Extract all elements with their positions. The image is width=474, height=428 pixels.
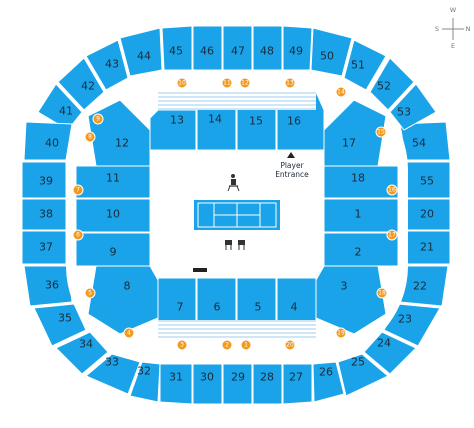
upper-front-stripes bbox=[158, 92, 316, 110]
section-18[interactable] bbox=[323, 165, 399, 199]
entrance-marker-icon bbox=[284, 77, 296, 89]
entrance-marker-icon bbox=[335, 327, 347, 339]
concourse-ring bbox=[66, 74, 408, 362]
section-42[interactable] bbox=[57, 57, 105, 111]
compass-south: E bbox=[451, 42, 455, 50]
entrance-marker-icon bbox=[123, 327, 135, 339]
section-31[interactable] bbox=[159, 363, 193, 405]
section-34[interactable] bbox=[55, 331, 109, 375]
entrance-marker-icon bbox=[239, 77, 251, 89]
entrance-17[interactable]: 17 bbox=[386, 229, 398, 241]
entrance-marker-icon bbox=[335, 86, 347, 98]
entrance-marker-icon bbox=[221, 77, 233, 89]
section-30[interactable] bbox=[192, 363, 223, 405]
entrance-marker-icon bbox=[176, 339, 188, 351]
compass-east: N bbox=[466, 25, 471, 33]
compass-icon bbox=[442, 18, 464, 40]
upper-tier bbox=[21, 25, 451, 405]
section-27[interactable] bbox=[282, 363, 313, 405]
entrance-14[interactable]: 14 bbox=[335, 86, 347, 98]
compass-west: S bbox=[435, 25, 439, 33]
entrance-16[interactable]: 16 bbox=[386, 184, 398, 196]
section-26[interactable] bbox=[312, 361, 345, 403]
entrance-1[interactable]: 1 bbox=[240, 339, 252, 351]
entrance-marker-icon bbox=[84, 287, 96, 299]
section-40[interactable] bbox=[23, 121, 73, 161]
section-12[interactable] bbox=[87, 99, 151, 167]
entrance-marker-icon bbox=[375, 126, 387, 138]
section-35[interactable] bbox=[33, 303, 87, 347]
section-21[interactable] bbox=[405, 230, 451, 265]
section-28[interactable] bbox=[252, 363, 283, 405]
section-47[interactable] bbox=[222, 25, 253, 71]
lower-front-stripes bbox=[158, 320, 316, 338]
entrance-4[interactable]: 4 bbox=[123, 327, 135, 339]
entrance-marker-icon bbox=[386, 229, 398, 241]
compass: W N E S bbox=[435, 6, 471, 50]
entrance-6[interactable]: 6 bbox=[72, 229, 84, 241]
section-43[interactable] bbox=[85, 39, 129, 91]
entrance-7[interactable]: 7 bbox=[72, 184, 84, 196]
section-36[interactable] bbox=[23, 265, 73, 307]
section-13[interactable] bbox=[149, 109, 197, 151]
section-1[interactable] bbox=[323, 198, 399, 233]
entrance-marker-icon bbox=[376, 287, 388, 299]
entrance-marker-icon bbox=[240, 339, 252, 351]
section-17[interactable] bbox=[323, 99, 387, 167]
umpire-chair-icon bbox=[227, 174, 240, 192]
entrance-marker-icon bbox=[72, 229, 84, 241]
lower-tier bbox=[75, 91, 399, 339]
entrance-11[interactable]: 11 bbox=[221, 77, 233, 89]
entrance-marker-icon bbox=[176, 77, 188, 89]
section-33[interactable] bbox=[85, 353, 141, 395]
section-29[interactable] bbox=[222, 363, 253, 405]
section-49[interactable] bbox=[282, 25, 313, 71]
section-51[interactable] bbox=[343, 39, 387, 91]
entrance-marker-icon bbox=[221, 339, 233, 351]
entrance-marker-icon bbox=[92, 113, 104, 125]
section-44[interactable] bbox=[119, 27, 163, 77]
section-46[interactable] bbox=[192, 25, 223, 71]
section-38[interactable] bbox=[21, 198, 67, 231]
section-10[interactable] bbox=[75, 198, 151, 233]
entrance-12[interactable]: 12 bbox=[239, 77, 251, 89]
entrance-19[interactable]: 19 bbox=[335, 327, 347, 339]
entrance-10[interactable]: 10 bbox=[176, 77, 188, 89]
entrance-13[interactable]: 13 bbox=[284, 77, 296, 89]
section-50[interactable] bbox=[310, 27, 353, 77]
player-entrance-label-2: Entrance bbox=[275, 170, 309, 179]
compass-north: W bbox=[450, 6, 457, 14]
section-37[interactable] bbox=[21, 230, 67, 265]
section-45[interactable] bbox=[161, 25, 193, 71]
section-48[interactable] bbox=[252, 25, 283, 71]
section-20[interactable] bbox=[405, 198, 451, 231]
section-55[interactable] bbox=[405, 161, 451, 199]
entrance-9[interactable]: 9 bbox=[92, 113, 104, 125]
section-24[interactable] bbox=[363, 331, 417, 375]
entrance-8[interactable]: 8 bbox=[84, 131, 96, 143]
entrance-marker-icon bbox=[386, 184, 398, 196]
section-25[interactable] bbox=[337, 353, 389, 397]
entrance-18[interactable]: 18 bbox=[376, 287, 388, 299]
player-entrance-label-1: Player bbox=[280, 161, 304, 170]
section-53[interactable] bbox=[389, 83, 437, 131]
tennis-court-icon bbox=[194, 200, 280, 230]
entrance-marker-icon bbox=[72, 184, 84, 196]
entrance-marker-icon bbox=[84, 131, 96, 143]
entrance-20[interactable]: 20 bbox=[284, 339, 296, 351]
entrance-marker-icon bbox=[284, 339, 296, 351]
player-entrance-arrow-icon bbox=[287, 152, 295, 158]
section-39[interactable] bbox=[21, 161, 67, 199]
camera-icon bbox=[225, 240, 245, 250]
section-9[interactable] bbox=[75, 232, 151, 267]
section-11[interactable] bbox=[75, 165, 151, 199]
entrance-5[interactable]: 5 bbox=[84, 287, 96, 299]
section-2[interactable] bbox=[323, 232, 399, 267]
section-52[interactable] bbox=[369, 57, 415, 111]
media-bar bbox=[193, 268, 207, 272]
entrance-3[interactable]: 3 bbox=[176, 339, 188, 351]
entrance-2[interactable]: 2 bbox=[221, 339, 233, 351]
entrance-15[interactable]: 15 bbox=[375, 126, 387, 138]
